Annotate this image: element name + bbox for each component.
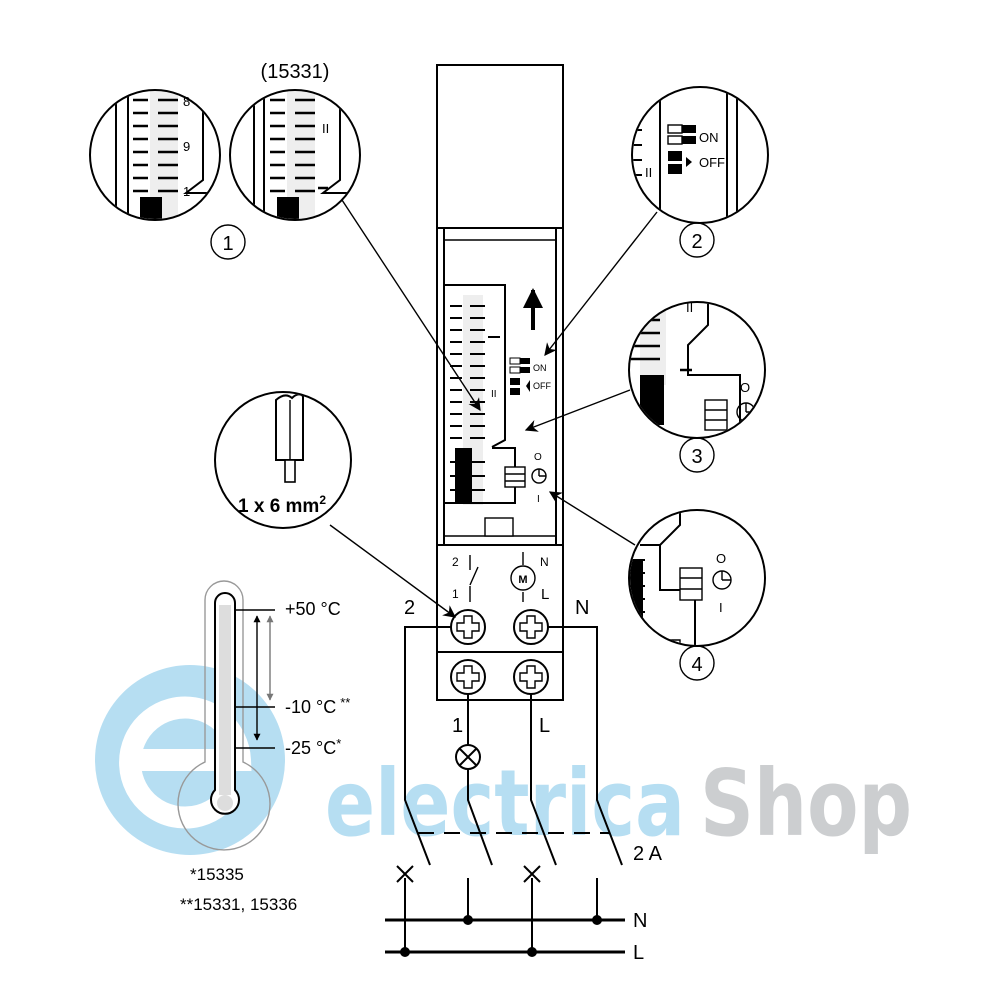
device-scale-label: II	[491, 389, 497, 400]
screw-icon	[513, 659, 549, 695]
footnote-2: **15331, 15336	[180, 895, 297, 914]
thermometer-icon	[177, 580, 275, 851]
detail-circle-1: 8 9 1 1	[89, 89, 246, 260]
watermark-text-electrica: electrica	[325, 750, 685, 857]
wire-label-l: L	[539, 715, 550, 737]
scale-label-1: 1	[183, 184, 190, 199]
detail-number-3: 3	[691, 446, 702, 468]
scale-label-II: II	[645, 165, 652, 180]
temp-min: -25 °C*	[285, 736, 341, 758]
screw-icon	[450, 609, 486, 645]
detail-number-4: 4	[691, 654, 702, 676]
contact-label-2: 2	[452, 555, 459, 569]
cable-detail-circle: 1 x 6 mm2	[214, 391, 352, 529]
scale-label-9: 9	[183, 139, 190, 154]
detail-circle-15331: (15331) II	[229, 61, 361, 221]
on-mark: I	[719, 600, 723, 615]
scale-label-II: II	[322, 121, 329, 136]
detail-number-1: 1	[222, 233, 233, 255]
time-switch-device: O I II ON OFF 2 1 M N L	[436, 64, 564, 701]
wiring	[385, 626, 625, 957]
scale-label-8: 8	[183, 94, 190, 109]
terminal-label-n: N	[575, 597, 589, 619]
device-on-label: ON	[533, 363, 547, 373]
pointer-arrows	[329, 199, 658, 618]
temp-max: +50 °C	[285, 599, 341, 619]
detail-circle-2: ON OFF II 2	[631, 86, 769, 258]
device-on-mark: I	[537, 494, 540, 505]
terminal-label-2: 2	[404, 597, 415, 619]
bus-n-label: N	[633, 910, 647, 932]
on-label: ON	[699, 130, 719, 145]
detail-circle-4: O I 4	[628, 509, 766, 681]
breaker-rating: 2 A	[633, 843, 663, 865]
off-mark: O	[740, 380, 750, 395]
device-off-label: OFF	[533, 381, 551, 391]
motor-label: M	[518, 574, 527, 586]
screw-icon	[450, 659, 486, 695]
detail-number-2: 2	[691, 231, 702, 253]
temp-mid: -10 °C**	[285, 695, 350, 717]
off-mark: O	[716, 551, 726, 566]
screw-icon	[513, 609, 549, 645]
motor-l-label: L	[541, 586, 549, 603]
lamp-icon	[455, 744, 481, 770]
cable-size-label: 1 x 6 mm2	[238, 493, 326, 517]
detail-circle-3: II O 3	[628, 300, 766, 473]
off-label: OFF	[699, 155, 725, 170]
watermark-logo: electrica Shop	[95, 665, 912, 857]
scale-label-II: II	[686, 300, 693, 315]
footnote-1: *15335	[190, 865, 244, 884]
motor-n-label: N	[540, 555, 549, 569]
device-off-mark: O	[534, 452, 542, 463]
watermark-text-shop: Shop	[700, 750, 912, 857]
bus-l-label: L	[633, 942, 644, 964]
dip-switch-icon	[509, 357, 530, 395]
model-label: (15331)	[261, 61, 330, 83]
contact-label-1: 1	[452, 587, 459, 601]
wire-label-1: 1	[452, 715, 463, 737]
